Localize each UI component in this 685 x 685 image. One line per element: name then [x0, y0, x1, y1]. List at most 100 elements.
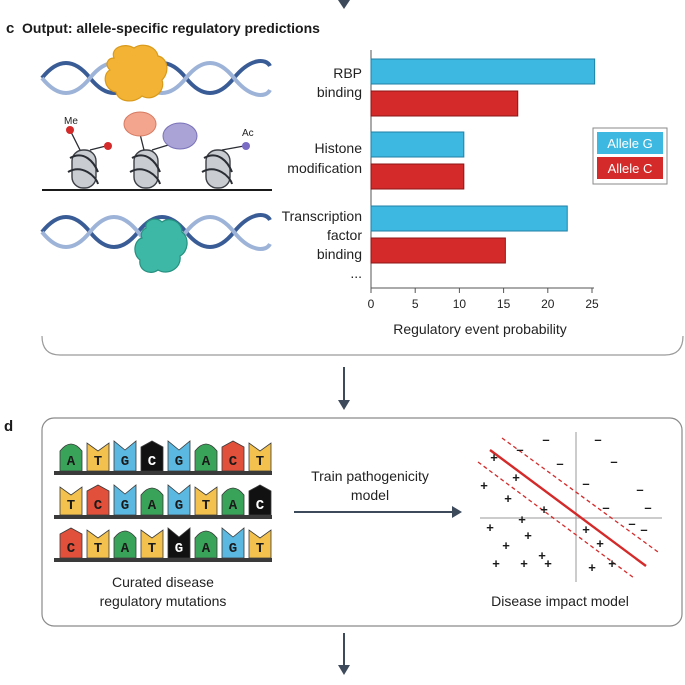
- nucleotide-tile-0-0: [59, 443, 83, 472]
- pathogenic-point-16: +: [596, 536, 604, 551]
- nucleotide-tile-0-7: [248, 442, 272, 472]
- legend-label-allele-c: Allele C: [608, 161, 653, 176]
- transcription-factor-shape: [134, 218, 188, 273]
- panel-d-frame: [41, 417, 683, 627]
- nucleosome-illustration: Me Ac: [42, 111, 272, 191]
- pathogenic-point-11: +: [520, 556, 528, 571]
- category-label-tf-line-3: binding: [317, 246, 362, 262]
- nucleotide-tile-0-2: [113, 440, 137, 472]
- rbp-protein-shape: [104, 44, 168, 102]
- nucleotide-tile-1-3: [140, 487, 164, 516]
- bar-allele-g-2: [370, 205, 568, 232]
- bar-allele-g-1: [370, 131, 465, 158]
- nucleotide-tile-2-2: [113, 530, 137, 559]
- nucleotide-letter-0-0: A: [67, 454, 76, 470]
- nucleotide-letter-2-6: G: [229, 541, 237, 557]
- benign-point-5: –: [582, 476, 589, 491]
- nucleotide-letter-1-0: T: [67, 498, 75, 514]
- pathogenic-point-0: +: [490, 450, 498, 465]
- train-label-line-1: Train pathogenicity: [311, 468, 429, 484]
- nucleotide-tile-1-6: [221, 487, 245, 516]
- disease-impact-scatter: +++++++++++++++++–––––––––––: [477, 432, 662, 582]
- nucleotide-letter-0-1: T: [94, 454, 102, 470]
- nucleotide-letter-1-3: A: [148, 498, 157, 514]
- x-tick-label-2: 10: [453, 297, 467, 311]
- nucleotide-letter-0-3: C: [148, 454, 157, 470]
- nucleosome-3: [201, 142, 250, 189]
- nucleotide-tile-2-1: [86, 529, 110, 559]
- nucleotide-tile-1-1: [86, 484, 110, 516]
- nucleosome-1: [66, 126, 112, 189]
- nucleotide-tile-2-3: [140, 529, 164, 559]
- nucleotide-letter-1-1: C: [94, 498, 103, 514]
- pathogenic-point-4: +: [518, 512, 526, 527]
- panel-c-title: Output: allele-specific regulatory predi…: [22, 20, 320, 36]
- nucleotide-tile-2-0: [59, 527, 83, 559]
- panel-c-bracket: [41, 335, 684, 356]
- legend-label-allele-g: Allele G: [607, 136, 653, 151]
- nucleotide-letter-2-7: T: [256, 541, 264, 557]
- pathogenic-point-7: +: [502, 538, 510, 553]
- pathogenic-point-15: +: [608, 556, 616, 571]
- nucleotide-tile-2-5: [194, 530, 218, 559]
- pathogenic-point-2: +: [512, 470, 520, 485]
- nucleotide-letter-0-5: A: [202, 454, 211, 470]
- nucleotide-letter-0-7: T: [256, 454, 264, 470]
- nucleotide-letter-1-4: G: [175, 498, 183, 514]
- nucleotide-tile-1-7: [248, 484, 272, 516]
- nucleotide-letter-2-2: A: [121, 541, 130, 557]
- bar-allele-c-1: [370, 163, 465, 190]
- regulatory-bar-chart: 0 5 10 15 20 25: [368, 50, 599, 311]
- bar-allele-g-0: [370, 58, 596, 85]
- category-label-rbp-line-2: binding: [317, 84, 362, 100]
- benign-point-2: –: [516, 442, 523, 457]
- lower-margin-line: [477, 461, 635, 579]
- benign-point-3: –: [556, 456, 563, 471]
- bottom-arrow: [338, 633, 350, 675]
- benign-point-8: –: [644, 500, 651, 515]
- nucleotide-letter-0-4: G: [175, 454, 183, 470]
- pathogenic-point-1: +: [480, 478, 488, 493]
- category-label-tf-line-2: factor: [327, 227, 362, 243]
- pathogenic-point-9: +: [538, 548, 546, 563]
- benign-point-4: –: [610, 454, 617, 469]
- nucleotide-tile-0-6: [221, 440, 245, 472]
- x-tick-label-3: 15: [497, 297, 511, 311]
- upper-margin-line: [501, 437, 659, 553]
- nucleotide-tile-2-4: [167, 527, 191, 559]
- nucleotide-letter-1-2: G: [121, 498, 129, 514]
- benign-point-9: –: [628, 516, 635, 531]
- train-arrow: [294, 506, 462, 518]
- nucleotide-letter-2-4: G: [175, 541, 183, 557]
- category-label-histone-line-2: modification: [287, 160, 362, 176]
- category-ellipsis: ...: [350, 265, 362, 281]
- benign-point-10: –: [640, 522, 647, 537]
- x-tick-label-1: 5: [412, 297, 419, 311]
- nucleotide-letter-2-0: C: [67, 541, 76, 557]
- category-labels: RBP binding Histone modification Transcr…: [282, 65, 363, 281]
- pathogenic-point-12: +: [544, 556, 552, 571]
- nucleotide-letter-1-6: A: [229, 498, 238, 514]
- chart-legend: Allele G Allele C: [592, 127, 668, 185]
- pathogenic-point-13: +: [582, 522, 590, 537]
- pathogenic-point-10: +: [492, 556, 500, 571]
- pathogenic-point-8: +: [524, 528, 532, 543]
- nucleotide-tile-1-0: [59, 486, 83, 516]
- panel-c-letter: c: [6, 20, 14, 37]
- impact-model-label: Disease impact model: [491, 593, 629, 609]
- pathogenic-point-6: +: [486, 520, 494, 535]
- acetyl-mark-label: Ac: [242, 128, 254, 139]
- x-tick-label-5: 25: [585, 297, 599, 311]
- sequence-baselines: [54, 471, 272, 562]
- nucleotide-tile-0-1: [86, 442, 110, 472]
- nucleotide-letter-2-5: A: [202, 541, 211, 557]
- x-tick-label-0: 0: [368, 297, 375, 311]
- category-label-tf-line-1: Transcription: [282, 208, 362, 224]
- nucleotide-tile-2-6: [221, 527, 245, 559]
- impact-points: +++++++++++++++++–––––––––––: [480, 432, 651, 575]
- x-tick-label-4: 20: [541, 297, 555, 311]
- methyl-mark-label: Me: [64, 116, 78, 127]
- bar-allele-c-0: [370, 90, 519, 117]
